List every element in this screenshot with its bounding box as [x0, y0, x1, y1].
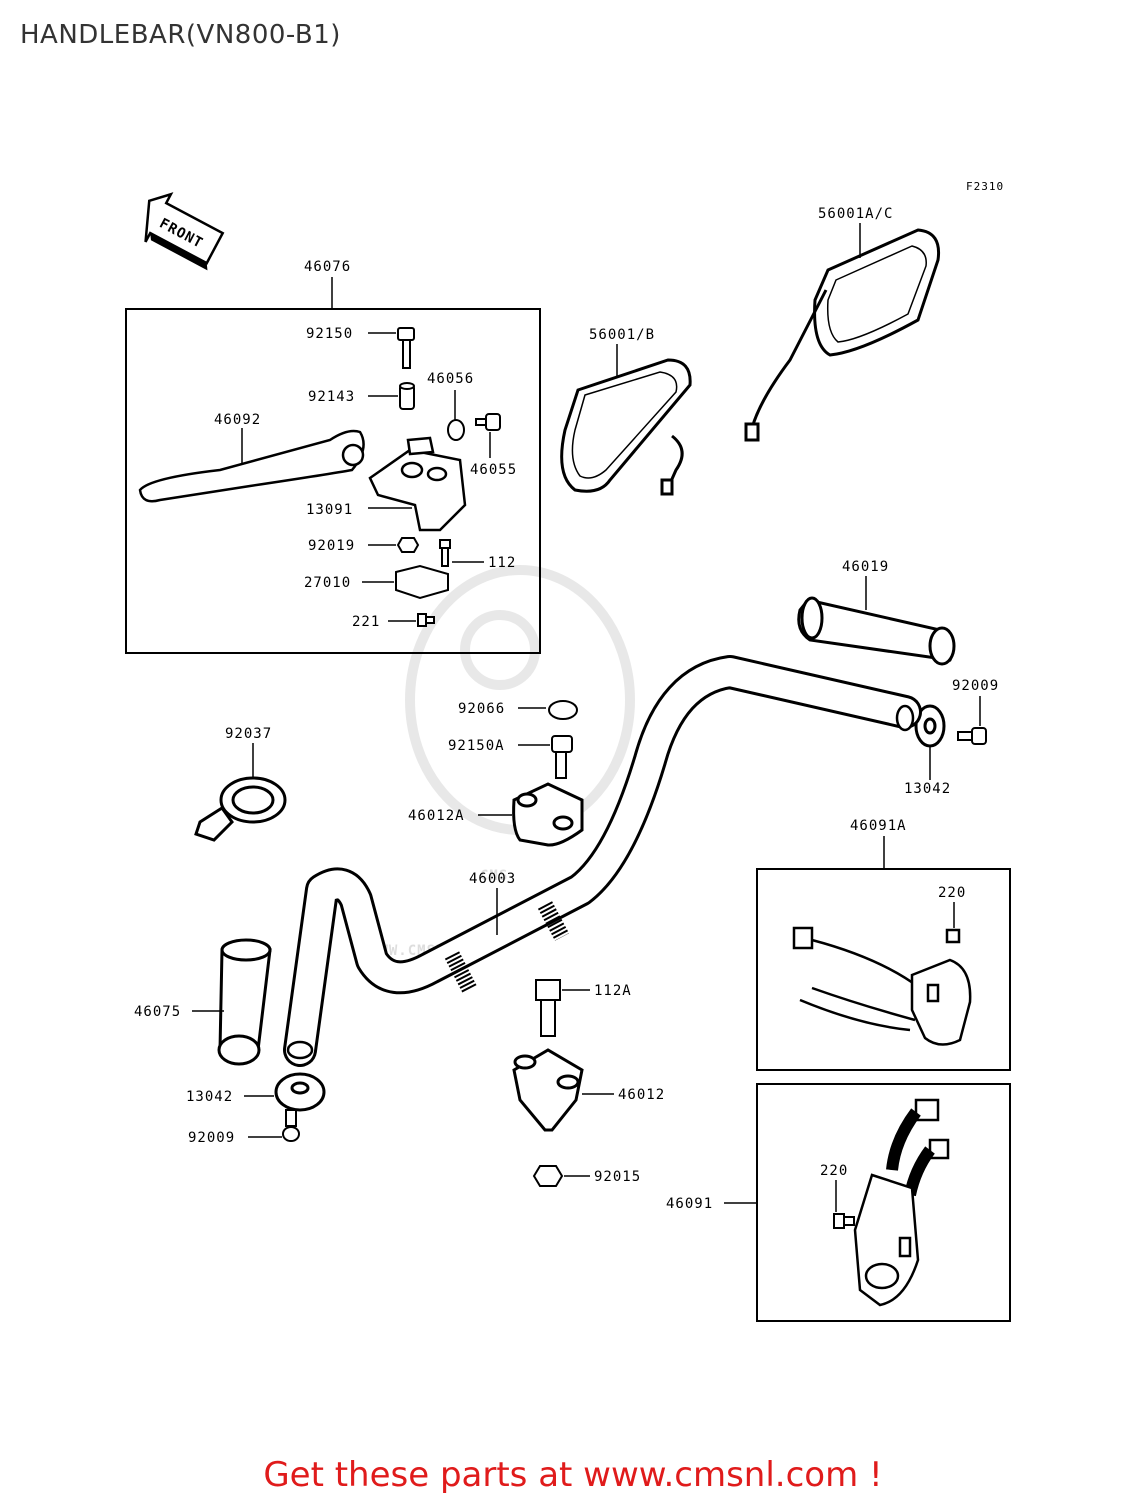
footer-link[interactable]: Get these parts at www.cmsnl.com ! — [0, 1455, 1146, 1495]
part-112a-label: 112A — [594, 983, 632, 999]
left-grip-46075-icon — [217, 938, 272, 1066]
screw-112-icon — [439, 539, 451, 567]
bolt-92150-icon — [397, 327, 415, 369]
screw-92009-right-icon — [957, 727, 987, 745]
part-46019-label: 46019 — [842, 559, 889, 575]
part-92015-label: 92015 — [594, 1169, 641, 1185]
lever-holder-13091-icon — [368, 436, 467, 532]
part-92009-left-label: 92009 — [188, 1130, 235, 1146]
part-92150a-label: 92150A — [448, 738, 505, 754]
part-92019-label: 92019 — [308, 538, 355, 554]
bolt-112a-icon — [535, 979, 561, 1037]
screw-92009-left-icon — [282, 1109, 300, 1142]
part-27010-label: 27010 — [304, 575, 351, 591]
footer-link-text[interactable]: Get these parts at www.cmsnl.com ! — [263, 1455, 883, 1495]
part-13042-right-label: 13042 — [904, 781, 951, 797]
part-46003-label: 46003 — [469, 871, 516, 887]
part-46091-label: 46091 — [666, 1196, 713, 1212]
holder-46012a-icon — [512, 782, 584, 847]
part-221-label: 221 — [352, 614, 380, 630]
lever-assembly-box — [125, 308, 541, 654]
bolt-92150a-icon — [551, 735, 573, 779]
front-arrow-icon: FRONT — [144, 192, 225, 271]
part-46091a-label: 46091A — [850, 818, 907, 834]
part-46075-label: 46075 — [134, 1004, 181, 1020]
collar-92143-icon — [399, 382, 415, 410]
weight-13042-right-icon — [914, 704, 946, 748]
part-92143-label: 92143 — [308, 389, 355, 405]
switch-27010-icon — [395, 564, 449, 600]
part-46092-label: 46092 — [214, 412, 261, 428]
nut-92015-icon — [532, 1165, 564, 1187]
part-112-label: 112 — [488, 555, 516, 571]
weight-13042-left-icon — [274, 1072, 326, 1112]
page-title: HANDLEBAR(VN800-B1) — [20, 20, 341, 50]
nut-46056-icon — [447, 419, 465, 441]
part-13042-left-label: 13042 — [186, 1089, 233, 1105]
part-92037-label: 92037 — [225, 726, 272, 742]
nut-92019-icon — [396, 537, 420, 553]
part-46055-label: 46055 — [470, 462, 517, 478]
screw-221-icon — [417, 613, 435, 627]
part-46056-label: 46056 — [427, 371, 474, 387]
holder-46012-icon — [512, 1048, 584, 1132]
mirror-56001ac-icon — [744, 228, 941, 442]
clutch-lever-46092-icon — [138, 429, 365, 503]
watermark-logo: CMS — [480, 868, 508, 884]
part-46076-label: 46076 — [304, 259, 351, 275]
part-13091-label: 13091 — [306, 502, 353, 518]
clamp-92037-icon — [194, 776, 287, 842]
figure-code: F2310 — [966, 180, 1004, 193]
mirror-56001b-icon — [560, 358, 692, 496]
part-92150-label: 92150 — [306, 326, 353, 342]
handlebar-46003-icon — [283, 655, 922, 1067]
part-92009-right-label: 92009 — [952, 678, 999, 694]
watermark-mascot-icon — [405, 565, 635, 835]
switch-housing-46091-icon — [853, 1098, 950, 1307]
part-92066-label: 92066 — [458, 701, 505, 717]
screw-220b-icon — [833, 1213, 855, 1229]
cap-92066-icon — [548, 700, 578, 720]
screw-46055-icon — [475, 413, 501, 431]
part-56001ac-label: 56001A/C — [818, 206, 893, 222]
part-220b-label: 220 — [820, 1163, 848, 1179]
part-56001b-label: 56001/B — [589, 327, 655, 343]
part-46012a-label: 46012A — [408, 808, 465, 824]
part-220a-label: 220 — [938, 885, 966, 901]
throttle-grip-46019-icon — [797, 596, 956, 666]
part-46012-label: 46012 — [618, 1087, 665, 1103]
switch-housing-46091a-icon — [792, 926, 972, 1046]
right-switch-box — [756, 868, 1011, 1071]
